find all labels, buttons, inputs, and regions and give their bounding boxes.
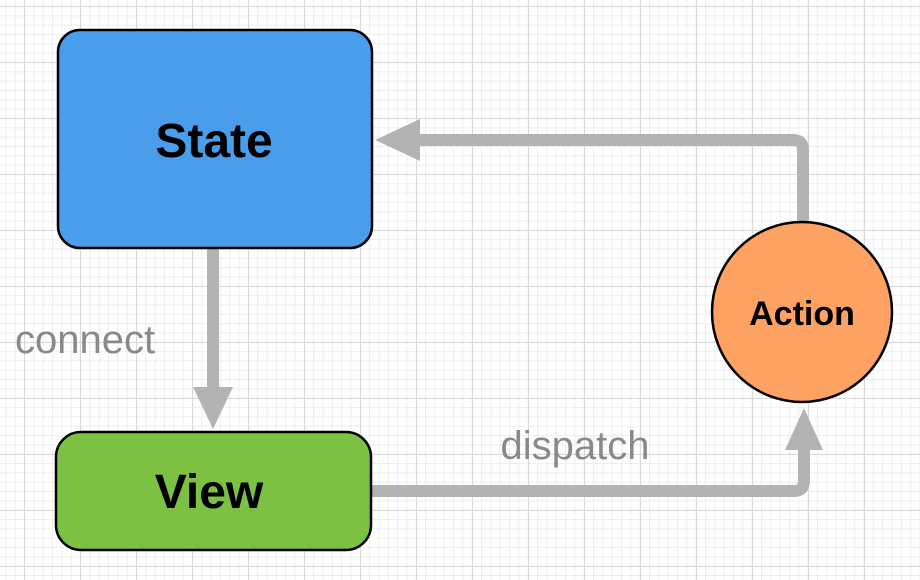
action-node-label: Action: [749, 295, 855, 333]
dispatch-edge: [372, 408, 823, 497]
connect-edge: [193, 249, 233, 429]
connect-arrowhead-icon: [193, 387, 233, 429]
view-node: [54, 430, 373, 552]
connect-edge-label: connect: [15, 318, 155, 362]
dispatch-arrowhead-icon: [785, 408, 823, 450]
dispatch-edge-label: dispatch: [501, 424, 650, 468]
action-to-state-arrowhead-icon: [375, 119, 420, 161]
state-node: [56, 28, 374, 250]
action-node: [710, 220, 894, 404]
state-node-label: State: [155, 115, 272, 168]
action-to-state-arrow-line: [420, 134, 809, 223]
action-to-state-edge: [375, 119, 809, 223]
view-node-label: View: [155, 466, 264, 519]
dispatch-arrow-line: [372, 450, 810, 497]
